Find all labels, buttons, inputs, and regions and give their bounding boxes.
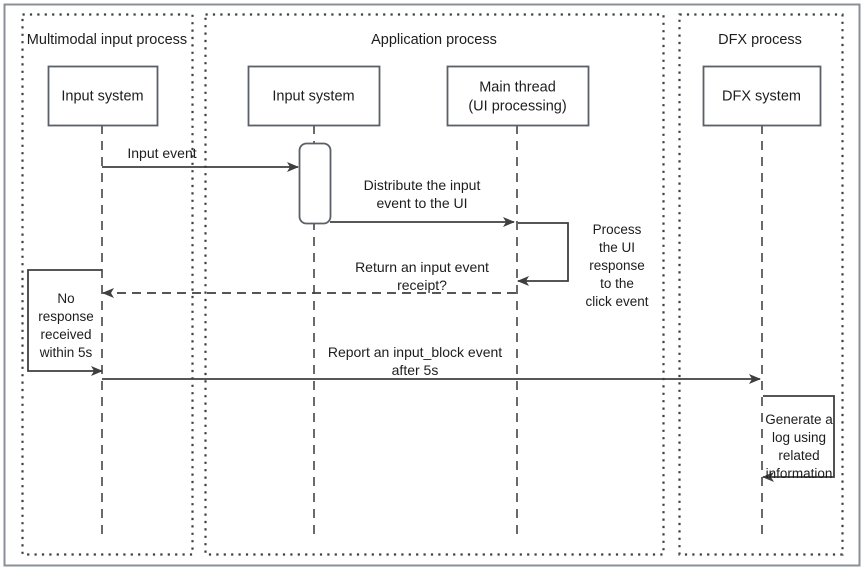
message-input-event-label: Input event <box>127 145 196 161</box>
self-message-process-ui-response-path <box>517 222 569 286</box>
participant-input-system-app[interactable]: Input system <box>247 65 381 127</box>
self-message-generate-log-path <box>762 395 835 482</box>
message-input-event[interactable]: Input event <box>102 145 299 172</box>
participant-input-system-multimodal-box[interactable] <box>47 65 159 127</box>
participant-main-thread[interactable]: Main thread(UI processing) <box>446 65 590 127</box>
participants-layer: Input system Input system Main thread(UI p… <box>47 65 822 127</box>
participant-main-thread-label: Main thread(UI processing) <box>468 80 566 115</box>
lane-application-label: Application process <box>371 32 497 48</box>
lane-dfx-border <box>678 13 844 556</box>
participant-input-system-app-box[interactable] <box>247 65 381 127</box>
participant-input-system-app-label: Input system <box>272 89 354 105</box>
participant-input-system-multimodal-label: Input system <box>61 89 143 105</box>
activation-input-system-app <box>298 142 332 225</box>
lane-dfx-label: DFX process <box>718 32 802 48</box>
participant-dfx-system-label: DFX system <box>722 89 801 105</box>
participant-dfx-system[interactable]: DFX system <box>702 65 822 127</box>
self-message-no-response-path <box>27 269 103 376</box>
lane-dfx: DFX process <box>678 13 844 556</box>
participant-input-system-multimodal[interactable]: Input system <box>47 65 159 127</box>
participant-main-thread-box[interactable] <box>446 65 590 127</box>
lane-application: Application process <box>204 13 665 556</box>
lanes-layer: Multimodal input process Application proc… <box>21 13 844 556</box>
lane-application-border <box>204 13 665 556</box>
lane-multimodal: Multimodal input process <box>21 13 194 556</box>
activations-layer <box>298 142 332 225</box>
participant-dfx-system-box[interactable] <box>702 65 822 127</box>
lane-multimodal-label: Multimodal input process <box>27 32 187 48</box>
